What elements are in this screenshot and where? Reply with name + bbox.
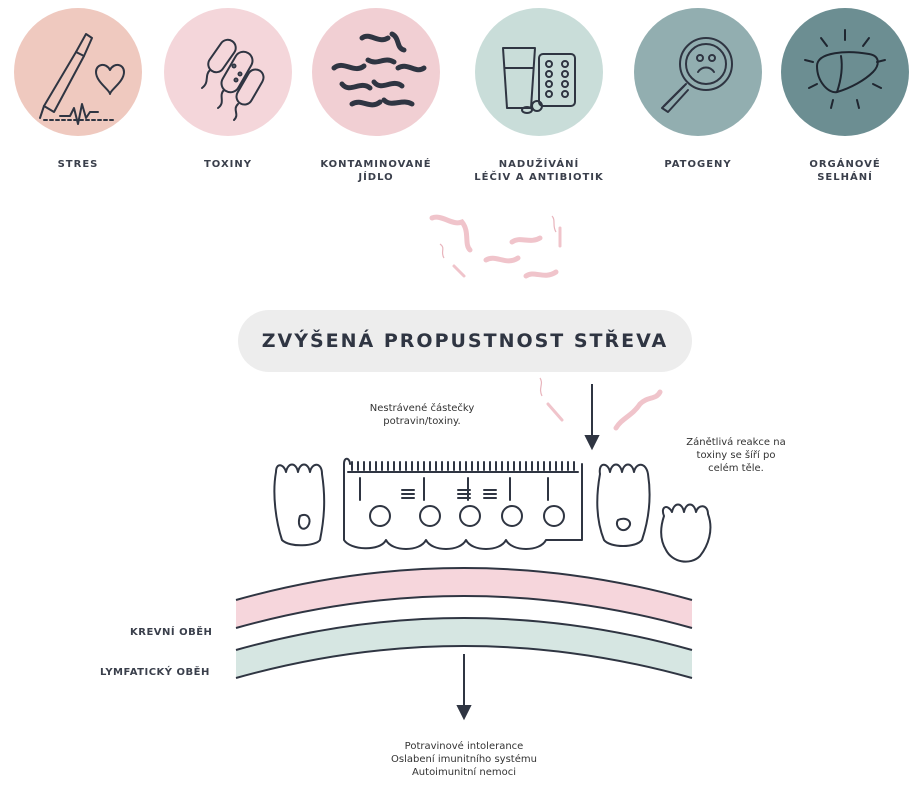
cause-circle <box>634 8 762 136</box>
cause-toxiny: TOXINY <box>158 8 298 171</box>
bacteria-icon <box>201 38 265 121</box>
cause-circle <box>312 8 440 136</box>
particles-top-thin <box>439 215 557 259</box>
label-blood: KREVNÍ OBĚH <box>130 627 213 638</box>
arrow-down-bottom-icon <box>456 654 472 721</box>
glass-pills-icon <box>502 47 576 114</box>
cause-circle <box>164 8 292 136</box>
intestinal-cells <box>273 457 712 563</box>
cause-label: KONTAMINOVANÉ JÍDLO <box>320 159 432 183</box>
cause-circle <box>781 8 909 136</box>
cause-kontaminovane-jidlo: KONTAMINOVANÉ JÍDLO <box>306 8 446 184</box>
outcome-list: Potravinové intolerance Oslabení imunitn… <box>391 741 537 778</box>
vessel-bands <box>235 567 693 679</box>
cause-stres: STRES <box>8 8 148 171</box>
magnifier-germ-icon <box>661 37 733 113</box>
particles-top <box>429 214 562 279</box>
note-inflammation: Zánětlivá reakce na toxiny se šíří po ce… <box>686 437 786 474</box>
cause-label: ORGÁNOVÉ SELHÁNÍ <box>809 159 881 183</box>
scalpel-heart-icon <box>39 33 125 125</box>
label-lymph: LYMFATICKÝ OBĚH <box>100 667 210 678</box>
banner-title: ZVÝŠENÁ PROPUSTNOST STŘEVA <box>238 310 692 372</box>
cause-circle <box>14 8 142 136</box>
cause-naduzivani-leciv: NADUŽÍVÁNÍ LÉČIV A ANTIBIOTIK <box>469 8 609 184</box>
cause-label: NADUŽÍVÁNÍ LÉČIV A ANTIBIOTIK <box>474 159 604 183</box>
cause-label: PATOGENY <box>664 159 732 170</box>
liver-icon <box>804 29 886 109</box>
particles-mid <box>546 389 663 431</box>
cause-patogeny: PATOGENY <box>628 8 768 171</box>
cause-organove-selhani: ORGÁNOVÉ SELHÁNÍ <box>775 8 910 184</box>
particles-mid-thin <box>539 377 543 397</box>
arrow-down-icon <box>584 384 600 451</box>
cause-label: STRES <box>57 159 99 170</box>
cause-label: TOXINY <box>203 159 252 170</box>
worms-icon <box>331 31 427 108</box>
cause-circle <box>475 8 603 136</box>
note-particles: Nestrávené částečky potravin/toxiny. <box>369 403 475 427</box>
